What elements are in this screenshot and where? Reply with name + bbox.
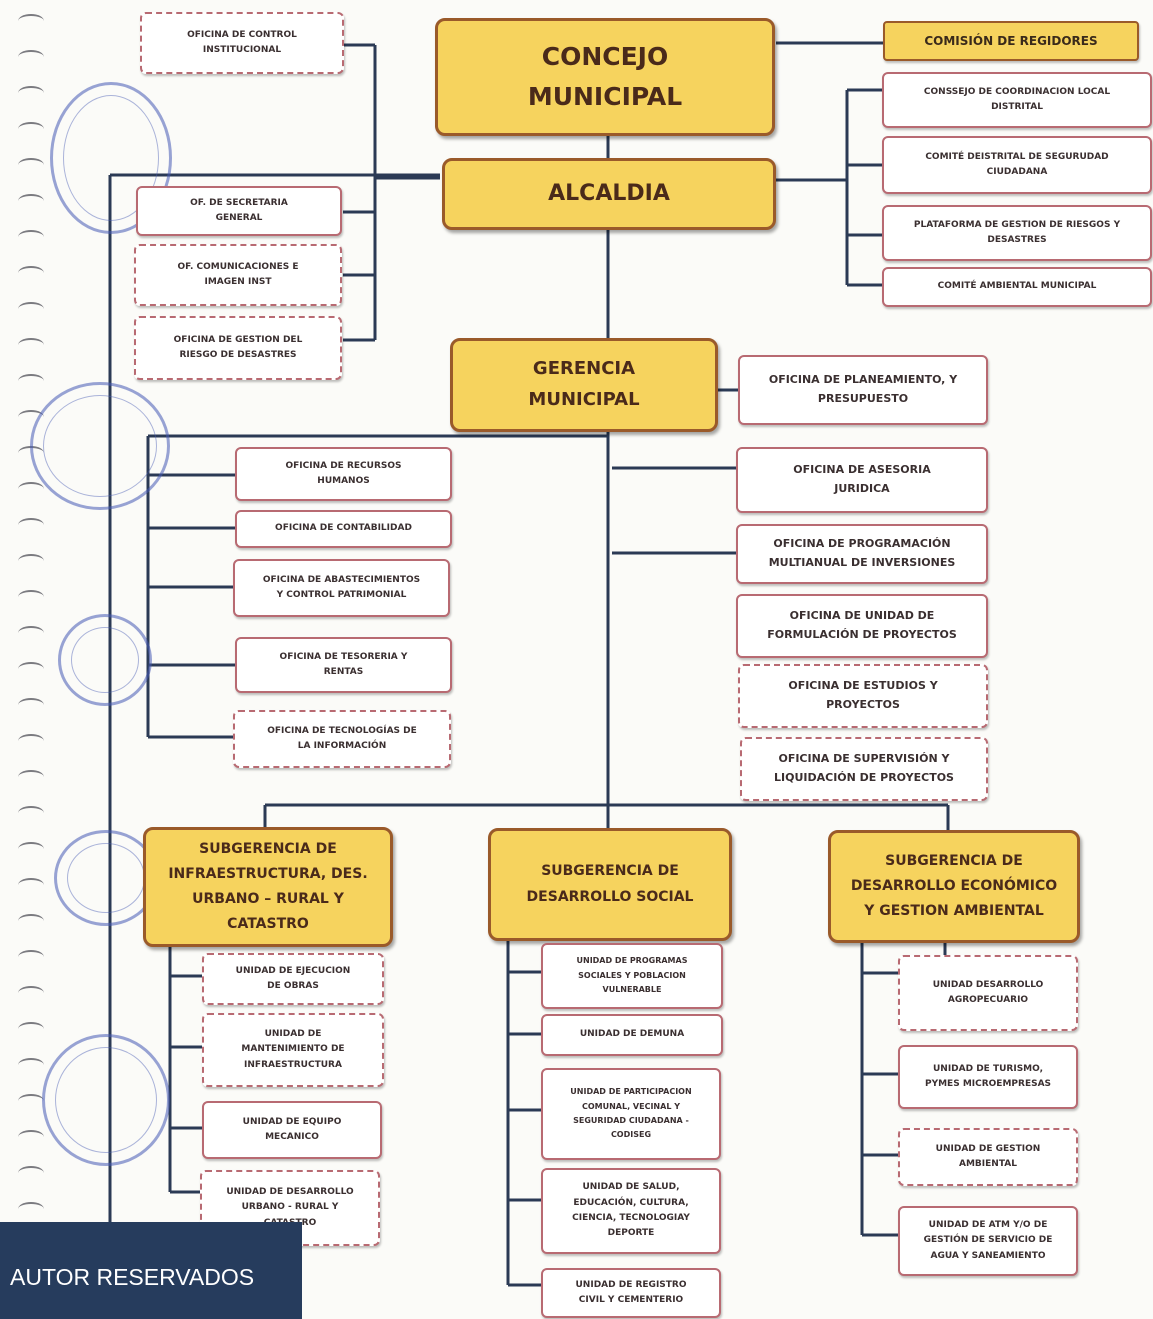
binder-mark <box>18 338 44 352</box>
binder-mark <box>18 14 44 28</box>
binder-mark <box>18 698 44 712</box>
node-unit-participacion: UNIDAD DE PARTICIPACION COMUNAL, VECINAL… <box>541 1068 721 1160</box>
binder-mark <box>18 626 44 640</box>
node-sub-economico: SUBGERENCIA DE DESARROLLO ECONÓMICO Y GE… <box>828 830 1080 943</box>
binder-mark <box>18 554 44 568</box>
node-estudios: OFICINA DE ESTUDIOS Y PROYECTOS <box>738 664 988 728</box>
node-planeamiento: OFICINA DE PLANEAMIENTO, Y PRESUPUESTO <box>738 355 988 425</box>
node-unit-registro: UNIDAD DE REGISTRO CIVIL Y CEMENTERIO <box>541 1268 721 1318</box>
binder-mark <box>18 1022 44 1036</box>
binder-mark <box>18 1130 44 1144</box>
node-gestion-riesgo: OFICINA DE GESTION DEL RIESGO DE DESASTR… <box>134 316 342 380</box>
binder-mark <box>18 302 44 316</box>
binder-mark <box>18 374 44 388</box>
binder-mark <box>18 806 44 820</box>
node-unit-turismo: UNIDAD DE TURISMO, PYMES MICROEMPRESAS <box>898 1045 1078 1109</box>
node-unit-mantenimiento: UNIDAD DE MANTENIMIENTO DE INFRAESTRUCTU… <box>202 1013 384 1087</box>
node-unit-programas: UNIDAD DE PROGRAMAS SOCIALES Y POBLACION… <box>541 943 723 1009</box>
node-sub-infraestructura: SUBGERENCIA DE INFRAESTRUCTURA, DES. URB… <box>143 827 393 947</box>
node-alcaldia: ALCALDIA <box>442 158 776 230</box>
node-ambiental: COMITÉ AMBIENTAL MUNICIPAL <box>882 267 1152 307</box>
node-gerencia: GERENCIA MUNICIPAL <box>450 338 718 432</box>
binder-mark <box>18 842 44 856</box>
node-tesoreria: OFICINA DE TESORERIA Y RENTAS <box>235 637 452 693</box>
binder-mark <box>18 50 44 64</box>
node-unit-gestion-ambiental: UNIDAD DE GESTION AMBIENTAL <box>898 1128 1078 1186</box>
binder-mark <box>18 482 44 496</box>
binder-mark <box>18 158 44 172</box>
binder-mark <box>18 266 44 280</box>
node-concejo: CONCEJO MUNICIPAL <box>435 18 775 136</box>
binder-mark <box>18 1202 44 1216</box>
node-programacion: OFICINA DE PROGRAMACIÓN MULTIANUAL DE IN… <box>736 524 988 584</box>
footer-banner: AUTOR RESERVADOS <box>0 1222 302 1319</box>
node-unit-salud: UNIDAD DE SALUD, EDUCACIÓN, CULTURA, CIE… <box>541 1168 721 1254</box>
binder-mark <box>18 122 44 136</box>
node-unit-obras: UNIDAD DE EJECUCION DE OBRAS <box>202 953 384 1005</box>
binder-mark <box>18 950 44 964</box>
binder-mark <box>18 986 44 1000</box>
node-riesgos: PLATAFORMA DE GESTION DE RIESGOS Y DESAS… <box>882 205 1152 261</box>
binder-mark <box>18 1166 44 1180</box>
binder-mark <box>18 518 44 532</box>
node-secretaria: OF. DE SECRETARIA GENERAL <box>136 186 342 236</box>
binder-mark <box>18 194 44 208</box>
node-unit-atm: UNIDAD DE ATM Y/O DE GESTIÓN DE SERVICIO… <box>898 1206 1078 1276</box>
binder-mark <box>18 1058 44 1072</box>
node-rrhh: OFICINA DE RECURSOS HUMANOS <box>235 447 452 501</box>
stamp-alcaldia <box>50 82 172 234</box>
node-comunicaciones: OF. COMUNICACIONES E IMAGEN INST <box>134 244 342 306</box>
node-control: OFICINA DE CONTROL INSTITUCIONAL <box>140 12 344 74</box>
binder-mark <box>18 230 44 244</box>
binder-mark <box>18 770 44 784</box>
node-comision: COMISIÓN DE REGIDORES <box>883 21 1139 61</box>
node-unit-demuna: UNIDAD DE DEMUNA <box>541 1014 723 1056</box>
stamp-secretaria <box>30 382 170 510</box>
binder-mark <box>18 410 44 424</box>
node-coordinacion: CONSSEJO DE COORDINACION LOCAL DISTRITAL <box>882 72 1152 128</box>
node-abastecimientos: OFICINA DE ABASTECIMIENTOS Y CONTROL PAT… <box>233 559 450 617</box>
stamp-asesor <box>58 614 152 706</box>
node-asesoria: OFICINA DE ASESORIA JURIDICA <box>736 447 988 513</box>
binder-mark <box>18 590 44 604</box>
node-formulacion: OFICINA DE UNIDAD DE FORMULACIÓN DE PROY… <box>736 594 988 658</box>
binder-mark <box>18 86 44 100</box>
node-supervision: OFICINA DE SUPERVISIÓN Y LIQUIDACIÓN DE … <box>740 737 988 801</box>
node-tecnologias: OFICINA DE TECNOLOGÍAS DE LA INFORMACIÓN <box>233 710 451 768</box>
binder-mark <box>18 734 44 748</box>
node-seguridad: COMITÉ DEISTRITAL DE SEGURUDAD CIUDADANA <box>882 136 1152 194</box>
node-contabilidad: OFICINA DE CONTABILIDAD <box>235 510 452 548</box>
binder-mark <box>18 662 44 676</box>
binder-mark <box>18 914 44 928</box>
node-unit-equipo: UNIDAD DE EQUIPO MECANICO <box>202 1101 382 1159</box>
binder-mark <box>18 878 44 892</box>
binder-mark <box>18 1094 44 1108</box>
node-sub-social: SUBGERENCIA DE DESARROLLO SOCIAL <box>488 828 732 941</box>
node-unit-agropecuario: UNIDAD DESARROLLO AGROPECUARIO <box>898 955 1078 1031</box>
stamp-planificacion <box>42 1034 170 1166</box>
